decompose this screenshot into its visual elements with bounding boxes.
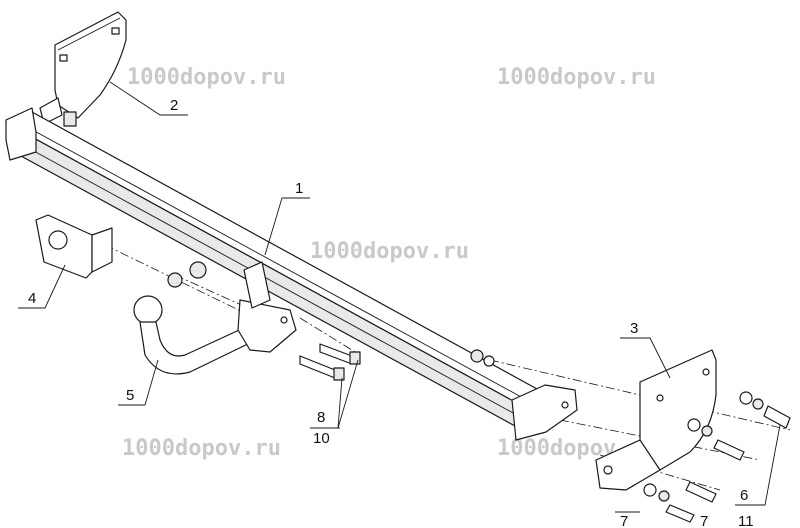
bolt-right-11 bbox=[713, 439, 745, 461]
beam-left-end-cap bbox=[5, 107, 37, 161]
right-bracket-part-3 bbox=[595, 349, 717, 491]
watermark-3: 1000dopov.ru bbox=[310, 239, 469, 264]
callout-11: 11 bbox=[738, 513, 754, 528]
bolts-8-10 bbox=[299, 343, 361, 381]
leader-1 bbox=[264, 197, 310, 256]
callout-7b: 7 bbox=[700, 513, 708, 528]
leader-6 bbox=[735, 424, 781, 506]
nuts-group bbox=[167, 261, 207, 288]
left-bracket-edge bbox=[57, 17, 121, 51]
callout-6: 6 bbox=[740, 487, 748, 504]
callout-8: 8 bbox=[317, 409, 325, 426]
callout-3: 3 bbox=[630, 320, 638, 337]
tow-ball-upper-bracket bbox=[243, 261, 271, 309]
tow-ball-part-5 bbox=[133, 261, 297, 375]
right-bracket-plate bbox=[639, 349, 717, 471]
left-bracket-part-2 bbox=[39, 11, 127, 127]
watermark-1: 1000dopov.ru bbox=[127, 65, 286, 90]
leader-8-10 bbox=[310, 377, 343, 429]
assembly-line-socket bbox=[104, 244, 256, 319]
tow-ball-mount-hole bbox=[280, 316, 288, 324]
bolt-right-6 bbox=[763, 405, 791, 429]
watermarks: 1000dopov.ru 1000dopov.ru 1000dopov.ru 1… bbox=[122, 65, 656, 461]
assembly-line-bolts bbox=[299, 317, 361, 356]
leader-lines bbox=[18, 81, 781, 506]
tow-ball bbox=[133, 295, 163, 325]
beam-right-end-plate bbox=[511, 384, 578, 441]
callout-10: 10 bbox=[313, 430, 330, 447]
socket-plate-part-4 bbox=[35, 214, 113, 279]
callout-4: 4 bbox=[28, 290, 36, 307]
callout-2: 2 bbox=[170, 97, 178, 114]
left-bracket-stud-1 bbox=[59, 54, 68, 62]
right-bracket-lower-tab bbox=[595, 439, 661, 491]
tow-ball-mount-plate bbox=[237, 299, 297, 353]
nut-right-1 bbox=[470, 349, 484, 363]
bolt-right-7a bbox=[685, 481, 717, 503]
beam-right-hole bbox=[561, 401, 569, 409]
right-bracket-tab-hole bbox=[603, 465, 613, 475]
beam-top-edge-line bbox=[17, 121, 535, 405]
right-fasteners bbox=[470, 349, 791, 523]
left-bracket-stud-2 bbox=[111, 27, 120, 35]
spring-washer-right-3 bbox=[701, 425, 713, 437]
bolt-lower-head bbox=[333, 367, 345, 381]
bolt-right-7b bbox=[665, 504, 695, 523]
watermark-4: 1000dopov.ru bbox=[122, 436, 281, 461]
right-bracket-hole-1 bbox=[656, 394, 664, 402]
beam-mid-line bbox=[9, 137, 527, 421]
main-beam-part-1 bbox=[5, 107, 578, 441]
callouts: 1 2 3 4 5 6 7 7 8 10 11 bbox=[28, 97, 754, 528]
socket-plate-flange bbox=[91, 227, 113, 273]
spring-washer-right-2 bbox=[752, 398, 764, 410]
leader-3 bbox=[620, 337, 671, 379]
spring-washer-right-4 bbox=[658, 490, 670, 502]
callout-5: 5 bbox=[126, 387, 134, 404]
leader-4 bbox=[18, 264, 66, 309]
socket-plate-hole bbox=[48, 230, 68, 250]
nut-2 bbox=[189, 261, 207, 279]
washer-right-4 bbox=[643, 483, 657, 497]
leader-8-10b bbox=[337, 359, 359, 429]
washer-right-2 bbox=[739, 391, 753, 405]
leader-2 bbox=[109, 81, 188, 116]
washer-right-1 bbox=[483, 355, 495, 367]
right-bracket-hole-2 bbox=[702, 368, 710, 376]
callout-7a: 7 bbox=[620, 513, 628, 528]
washer-right-3 bbox=[687, 418, 701, 432]
leader-5 bbox=[118, 359, 159, 406]
bolt-upper-head bbox=[349, 351, 361, 365]
nut-1 bbox=[167, 272, 183, 288]
callout-1: 1 bbox=[295, 180, 303, 197]
watermark-2: 1000dopov.ru bbox=[497, 65, 656, 90]
left-bracket-nut bbox=[63, 111, 77, 127]
